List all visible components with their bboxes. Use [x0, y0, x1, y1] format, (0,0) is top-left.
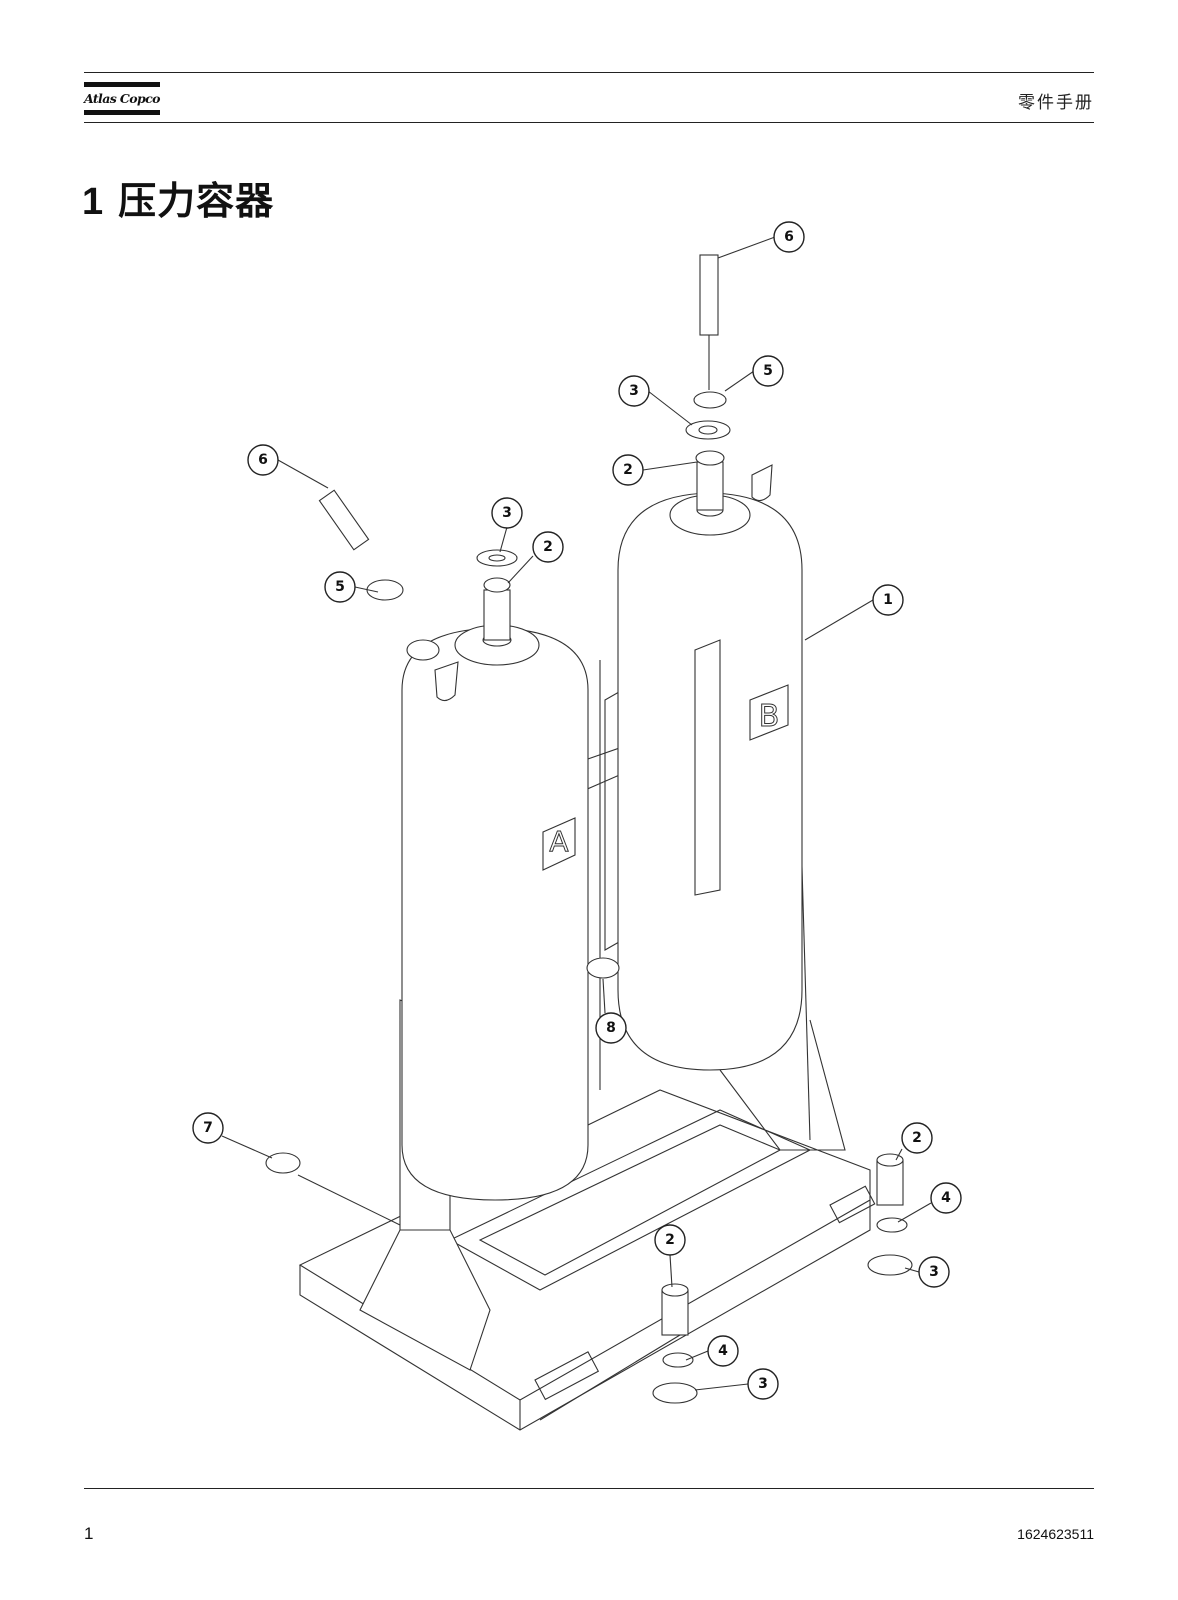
loose-parts: [265, 254, 913, 1404]
callout-3-upper: 3: [618, 375, 650, 407]
atlas-copco-logo: Atlas Copco: [84, 82, 160, 118]
callout-5-left: 5: [324, 571, 356, 603]
callout-2-upper: 2: [612, 454, 644, 486]
callout-1: 1: [872, 584, 904, 616]
callout-3-left: 3: [491, 497, 523, 529]
svg-text:2: 2: [543, 539, 553, 555]
svg-text:3: 3: [629, 383, 639, 399]
svg-text:5: 5: [335, 579, 345, 595]
svg-text:4: 4: [718, 1343, 728, 1359]
svg-text:4: 4: [941, 1190, 951, 1206]
callout-6-upper: 6: [773, 221, 805, 253]
logo-bottom-bar: [84, 110, 160, 115]
callout-4-right: 4: [930, 1182, 962, 1214]
svg-text:2: 2: [665, 1232, 675, 1248]
callout-5-upper: 5: [752, 355, 784, 387]
callout-7: 7: [192, 1112, 224, 1144]
svg-text:2: 2: [912, 1130, 922, 1146]
svg-text:6: 6: [784, 229, 794, 245]
header-bottom-rule: [84, 122, 1094, 123]
leader-lines: [221, 236, 932, 1421]
callout-3-bottom: 3: [747, 1368, 779, 1400]
svg-text:3: 3: [502, 505, 512, 521]
callout-4-bottom: 4: [707, 1335, 739, 1367]
svg-text:8: 8: [606, 1020, 616, 1036]
document-type: 零件手册: [1018, 93, 1094, 113]
svg-text:6: 6: [258, 452, 268, 468]
page-number: 1: [84, 1524, 94, 1543]
section-number: 1: [82, 181, 105, 223]
callout-8: 8: [595, 1012, 627, 1044]
document-part-number: 1624623511: [1017, 1526, 1094, 1542]
logo-wordmark: Atlas Copco: [84, 91, 160, 106]
callout-6-left: 6: [247, 444, 279, 476]
vessel-b: B: [617, 461, 803, 1071]
callout-2-left: 2: [532, 531, 564, 563]
svg-text:2: 2: [623, 462, 633, 478]
callout-2-right: 2: [901, 1122, 933, 1154]
svg-text:1: 1: [883, 592, 893, 608]
header-top-rule: [84, 72, 1094, 73]
callout-2-bottom: 2: [654, 1224, 686, 1256]
section-title: 1 压力容器: [82, 170, 274, 225]
logo-top-bar: [84, 82, 160, 87]
section-title-text: 压力容器: [118, 179, 275, 223]
callouts: 6 5 3 2 6 3 2 5 1 8 7 2 4 3 2 4 3: [192, 221, 962, 1400]
svg-text:3: 3: [758, 1376, 768, 1392]
vessel-label-b: B: [759, 699, 780, 734]
svg-text:7: 7: [203, 1120, 213, 1136]
vessel-label-a: A: [549, 825, 568, 858]
svg-text:5: 5: [763, 363, 773, 379]
svg-text:3: 3: [929, 1264, 939, 1280]
callout-3-right: 3: [918, 1256, 950, 1288]
vessel-a: A: [401, 589, 589, 1201]
footer-rule: [84, 1488, 1094, 1489]
